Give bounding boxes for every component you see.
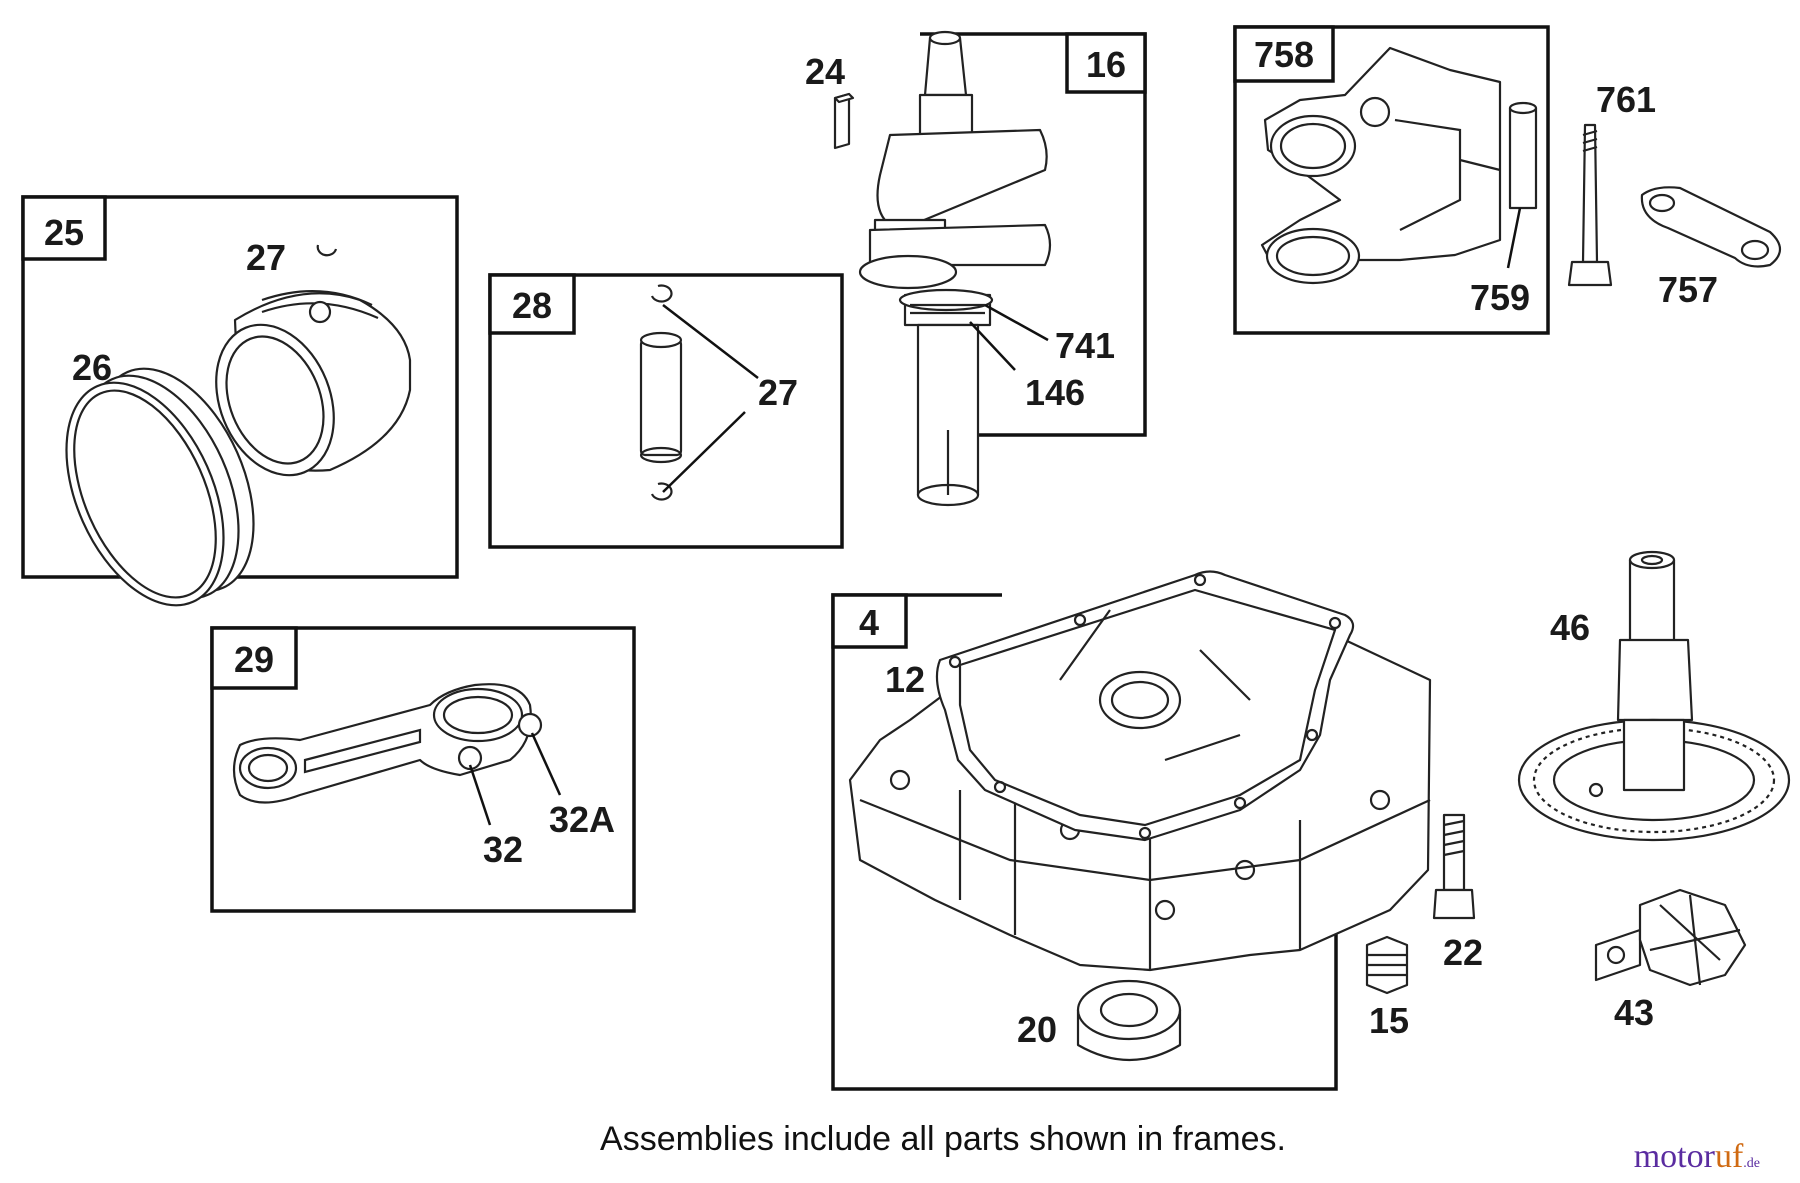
label-741: 741 [1055, 325, 1115, 366]
label-32: 32 [483, 829, 523, 870]
crankshaft [858, 30, 1052, 507]
label-15: 15 [1369, 1000, 1409, 1041]
label-20: 20 [1017, 1009, 1057, 1050]
breather-housing [1260, 46, 1502, 285]
watermark-text-part1: motor [1634, 1138, 1716, 1175]
label-24: 24 [805, 51, 845, 92]
label-32a: 32A [549, 799, 615, 840]
piston-rings [65, 367, 255, 607]
frame-label-25: 25 [44, 212, 84, 253]
part-22-bolt: 22 [1432, 813, 1483, 973]
part-15-drain-plug: 15 [1365, 935, 1409, 1041]
svg-text:motoruf.de: motoruf.de [1634, 1138, 1760, 1175]
label-146: 146 [1025, 372, 1085, 413]
watermark-text-part2: uf [1715, 1138, 1744, 1175]
frame-758-breather-assembly: 758 759 [1233, 25, 1550, 335]
label-757: 757 [1658, 269, 1718, 310]
connecting-rod [232, 683, 543, 804]
label-759: 759 [1470, 277, 1530, 318]
part-46-camshaft: 46 [1517, 550, 1791, 842]
label-22: 22 [1443, 932, 1483, 973]
label-43: 43 [1614, 992, 1654, 1033]
frame-16-crankshaft-assembly: 16 741 146 [858, 30, 1147, 507]
label-27-circlips: 27 [758, 372, 798, 413]
frame-29-connecting-rod-assembly: 29 32 32A [210, 626, 636, 913]
part-757-link: 757 [1640, 186, 1782, 310]
piston-pin [639, 331, 683, 464]
diagram-caption: Assemblies include all parts shown in fr… [600, 1120, 1286, 1158]
part-24-key: 24 [805, 51, 855, 150]
circlip-top-icon [650, 284, 673, 303]
frame-label-758: 758 [1254, 34, 1314, 75]
part-761-bolt: 761 [1567, 79, 1656, 287]
frame-label-28: 28 [512, 285, 552, 326]
frame-28-piston-pin-assembly: 28 27 [488, 273, 844, 549]
part-759-pin [1508, 101, 1538, 210]
watermark-suffix: .de [1743, 1156, 1760, 1171]
part-20-oil-seal [1076, 979, 1182, 1061]
piston [215, 290, 412, 477]
label-26-rings: 26 [72, 347, 112, 388]
part-12-gasket [935, 570, 1355, 842]
label-12: 12 [885, 659, 925, 700]
frame-label-16: 16 [1086, 44, 1126, 85]
frame-25-piston-assembly: 25 27 26 [21, 195, 459, 607]
part-43-governor-assembly: 43 [1594, 888, 1747, 1033]
watermark-logo: motoruf.de [1634, 1138, 1760, 1175]
circlip-icon [316, 244, 338, 257]
circlip-bottom-icon [650, 482, 673, 501]
frame-label-29: 29 [234, 639, 274, 680]
frame-4-sump-assembly: 4 [831, 570, 1432, 1091]
frame-label-4: 4 [859, 602, 879, 643]
label-761: 761 [1596, 79, 1656, 120]
label-46: 46 [1550, 607, 1590, 648]
label-27-circlip: 27 [246, 237, 286, 278]
